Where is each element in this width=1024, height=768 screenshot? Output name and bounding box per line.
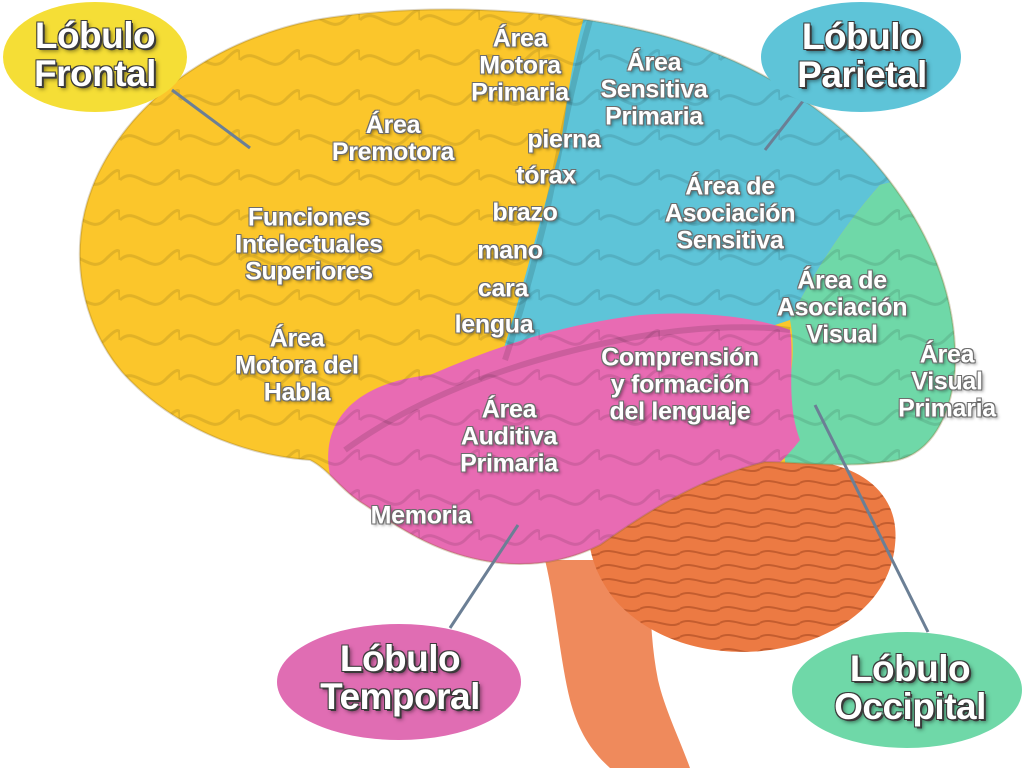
- central-sulcus: [502, 19, 593, 361]
- cerebrum-outline: [78, 8, 957, 566]
- mano-label: mano: [477, 236, 543, 265]
- visual-primary-label: Área Visual Primaria: [898, 340, 996, 423]
- auditory-primary-label: Área Auditiva Primaria: [460, 395, 558, 478]
- cara-label: cara: [477, 274, 529, 303]
- higher-functions-label: Funciones Intelectuales Superiores: [235, 203, 383, 286]
- frontal-leader-line: [171, 88, 251, 150]
- language-comprehension-label: Comprensión y formación del lenguaje: [601, 343, 759, 426]
- lateral-sulcus: [343, 324, 791, 453]
- lengua-label: lengua: [454, 310, 534, 339]
- parietal-lobe-label: Lóbulo Parietal: [797, 16, 927, 95]
- memory-label: Memoria: [370, 501, 472, 530]
- parietal-leader-line: [763, 91, 812, 151]
- parietal-ellipse: [761, 2, 961, 112]
- frontal-ellipse: [3, 2, 187, 112]
- temporal-lobe-label: Lóbulo Temporal: [320, 638, 480, 717]
- temporal-ellipse: [277, 624, 521, 740]
- brazo-label: brazo: [492, 198, 558, 227]
- visual-association-label: Área de Asociación Visual: [776, 266, 908, 349]
- temporal-leader-line: [448, 524, 520, 629]
- occipital-ellipse: [792, 632, 1022, 748]
- cerebellum-folia: [588, 458, 896, 652]
- sensory-primary-label: Área Sensitiva Primaria: [600, 48, 708, 131]
- speech-motor-label: Área Motora del Habla: [235, 324, 359, 407]
- frontal-lobe-label: Lóbulo Frontal: [34, 15, 156, 94]
- brainstem-shape: [545, 560, 690, 768]
- occipital-lobe-label: Lóbulo Occipital: [834, 648, 986, 727]
- pierna-label: pierna: [527, 125, 601, 154]
- premotor-label: Área Premotora: [331, 111, 455, 166]
- torax-label: tórax: [516, 161, 576, 190]
- sensory-association-label: Área de Asociación Sensitiva: [664, 172, 796, 255]
- occipital-leader-line: [813, 404, 930, 633]
- motor-primary-label: Área Motora Primaria: [471, 24, 569, 107]
